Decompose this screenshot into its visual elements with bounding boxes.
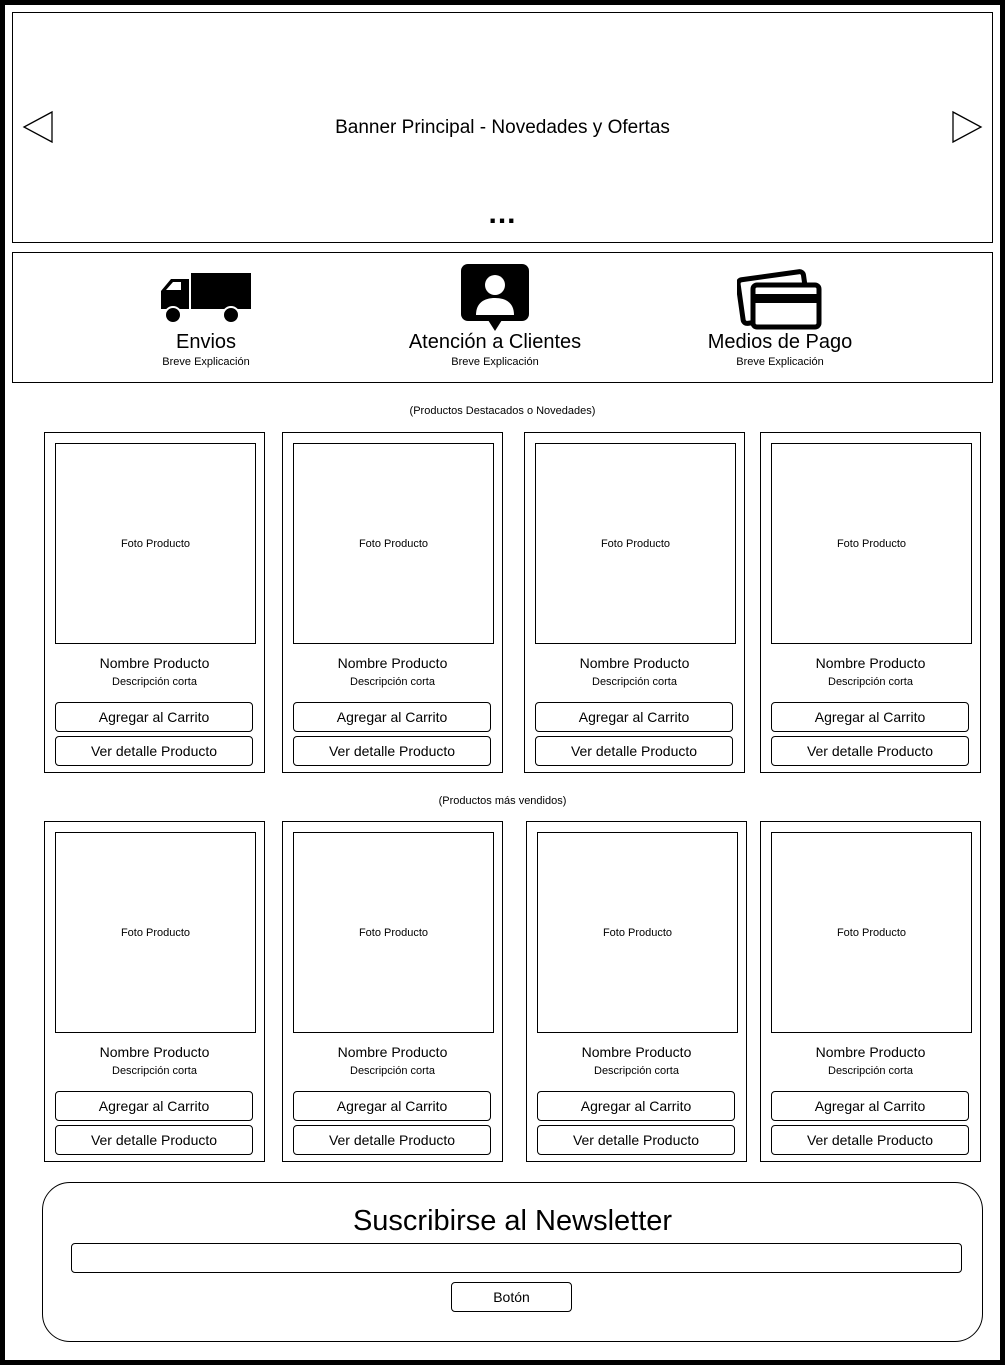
product-description: Descripción corta: [112, 676, 197, 688]
product-card: Foto Producto Nombre Producto Descripció…: [44, 432, 265, 773]
product-photo[interactable]: Foto Producto: [535, 443, 736, 644]
product-photo[interactable]: Foto Producto: [293, 832, 494, 1033]
banner-pagination-dots[interactable]: ...: [488, 197, 517, 230]
service-description: Breve Explicación: [736, 356, 824, 368]
service-title: Atención a Clientes: [408, 331, 582, 353]
product-name: Nombre Producto: [815, 1044, 926, 1060]
product-card: Foto Producto Nombre Producto Descripció…: [524, 432, 745, 773]
view-detail-button[interactable]: Ver detalle Producto: [771, 736, 969, 766]
service-description: Breve Explicación: [451, 356, 539, 368]
product-description: Descripción corta: [350, 1065, 435, 1077]
product-description: Descripción corta: [828, 1065, 913, 1077]
newsletter-email-input[interactable]: [71, 1243, 962, 1273]
view-detail-button[interactable]: Ver detalle Producto: [771, 1125, 969, 1155]
product-name: Nombre Producto: [815, 655, 926, 671]
product-name: Nombre Producto: [579, 655, 690, 671]
view-detail-button[interactable]: Ver detalle Producto: [293, 736, 491, 766]
newsletter-panel: Suscribirse al Newsletter Botón: [42, 1182, 983, 1342]
service-payment: Medios de Pago Breve Explicación: [680, 253, 880, 384]
product-card: Foto Producto Nombre Producto Descripció…: [282, 432, 503, 773]
add-to-cart-button[interactable]: Agregar al Carrito: [55, 1091, 253, 1121]
add-to-cart-button[interactable]: Agregar al Carrito: [293, 1091, 491, 1121]
newsletter-submit-button[interactable]: Botón: [451, 1282, 572, 1312]
view-detail-button[interactable]: Ver detalle Producto: [55, 736, 253, 766]
product-card: Foto Producto Nombre Producto Descripció…: [282, 821, 503, 1162]
product-card: Foto Producto Nombre Producto Descripció…: [760, 432, 981, 773]
product-description: Descripción corta: [112, 1065, 197, 1077]
product-card: Foto Producto Nombre Producto Descripció…: [760, 821, 981, 1162]
user-chat-icon: [461, 264, 529, 331]
product-name: Nombre Producto: [99, 655, 210, 671]
product-photo[interactable]: Foto Producto: [537, 832, 738, 1033]
product-photo[interactable]: Foto Producto: [55, 832, 256, 1033]
add-to-cart-button[interactable]: Agregar al Carrito: [537, 1091, 735, 1121]
view-detail-button[interactable]: Ver detalle Producto: [293, 1125, 491, 1155]
truck-icon: [161, 273, 251, 324]
service-customer-care: Atención a Clientes Breve Explicación: [395, 253, 595, 384]
product-description: Descripción corta: [828, 676, 913, 688]
add-to-cart-button[interactable]: Agregar al Carrito: [771, 702, 969, 732]
featured-section-label: (Productos Destacados o Novedades): [409, 405, 596, 417]
add-to-cart-button[interactable]: Agregar al Carrito: [535, 702, 733, 732]
product-description: Descripción corta: [592, 676, 677, 688]
triangle-left-icon[interactable]: [21, 110, 55, 144]
triangle-right-icon[interactable]: [950, 110, 984, 144]
service-title: Envios: [175, 331, 237, 353]
add-to-cart-button[interactable]: Agregar al Carrito: [55, 702, 253, 732]
view-detail-button[interactable]: Ver detalle Producto: [55, 1125, 253, 1155]
view-detail-button[interactable]: Ver detalle Producto: [537, 1125, 735, 1155]
add-to-cart-button[interactable]: Agregar al Carrito: [771, 1091, 969, 1121]
service-shipping: Envios Breve Explicación: [106, 253, 306, 384]
main-banner[interactable]: Banner Principal - Novedades y Ofertas .…: [12, 12, 993, 243]
product-name: Nombre Producto: [99, 1044, 210, 1060]
product-photo[interactable]: Foto Producto: [55, 443, 256, 644]
service-title: Medios de Pago: [707, 331, 853, 353]
product-name: Nombre Producto: [581, 1044, 692, 1060]
service-description: Breve Explicación: [162, 356, 250, 368]
product-description: Descripción corta: [594, 1065, 679, 1077]
product-card: Foto Producto Nombre Producto Descripció…: [526, 821, 747, 1162]
add-to-cart-button[interactable]: Agregar al Carrito: [293, 702, 491, 732]
product-photo[interactable]: Foto Producto: [293, 443, 494, 644]
services-strip: Envios Breve Explicación Atención a Clie…: [12, 252, 993, 383]
product-name: Nombre Producto: [337, 655, 448, 671]
product-photo[interactable]: Foto Producto: [771, 832, 972, 1033]
banner-title: Banner Principal - Novedades y Ofertas: [335, 117, 670, 138]
product-name: Nombre Producto: [337, 1044, 448, 1060]
view-detail-button[interactable]: Ver detalle Producto: [535, 736, 733, 766]
product-description: Descripción corta: [350, 676, 435, 688]
product-photo[interactable]: Foto Producto: [771, 443, 972, 644]
bestsellers-section-label: (Productos más vendidos): [438, 795, 567, 807]
product-card: Foto Producto Nombre Producto Descripció…: [44, 821, 265, 1162]
newsletter-title: Suscribirse al Newsletter: [352, 1205, 673, 1237]
credit-card-icon: [737, 269, 822, 330]
